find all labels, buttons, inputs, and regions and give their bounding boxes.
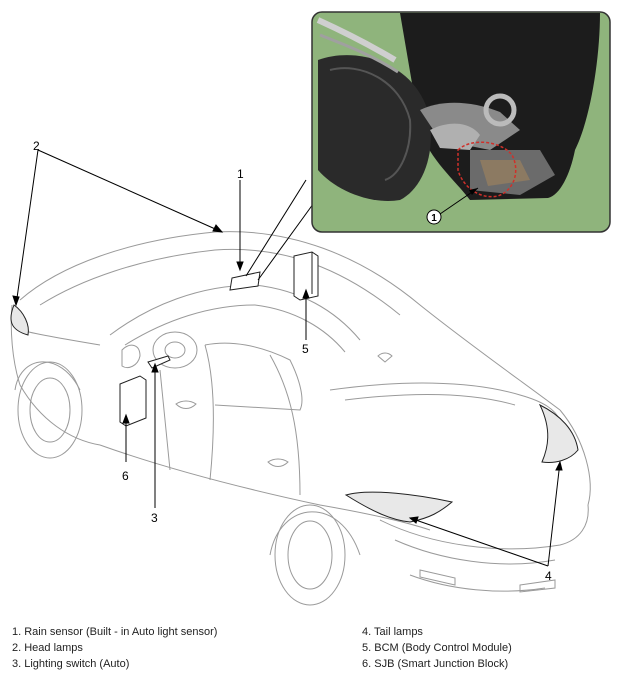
legend-item-lighting-switch: 3. Lighting switch (Auto)	[12, 658, 130, 670]
tail-lamp-right-shape	[538, 403, 579, 463]
lighting-switch-shape	[147, 355, 171, 369]
legend-item-tail-lamps: 4. Tail lamps	[362, 626, 423, 638]
rain-sensor-inset: 1	[311, 11, 611, 233]
callout-4: 4	[545, 569, 552, 583]
rain-sensor-patch	[229, 271, 261, 291]
component-location-diagram: 2 1 5 6 3 4 1	[10, 11, 611, 606]
legend-item-sjb: 6. SJB (Smart Junction Block)	[362, 658, 509, 670]
sjb-module	[119, 375, 147, 427]
callout-2: 2	[33, 139, 40, 153]
legend-item-rain-sensor: 1. Rain sensor (Built - in Auto light se…	[12, 626, 218, 638]
tail-lamp-left-shape	[344, 491, 454, 523]
legend-item-head-lamps: 2. Head lamps	[12, 642, 83, 654]
bcm-module	[293, 251, 319, 301]
leader-lines	[12, 149, 563, 567]
head-lamp-shape	[10, 304, 29, 336]
callout-3: 3	[151, 511, 158, 525]
callout-5: 5	[302, 342, 309, 356]
callout-6: 6	[122, 469, 129, 483]
rain-sensor-highlight	[457, 141, 517, 198]
legend-item-bcm: 5. BCM (Body Control Module)	[362, 642, 512, 654]
legend-right: 4. Tail lamps 5. BCM (Body Control Modul…	[362, 624, 512, 672]
callout-1: 1	[237, 167, 244, 181]
legend-left: 1. Rain sensor (Built - in Auto light se…	[12, 624, 217, 672]
inset-callout-1: 1	[431, 213, 437, 224]
